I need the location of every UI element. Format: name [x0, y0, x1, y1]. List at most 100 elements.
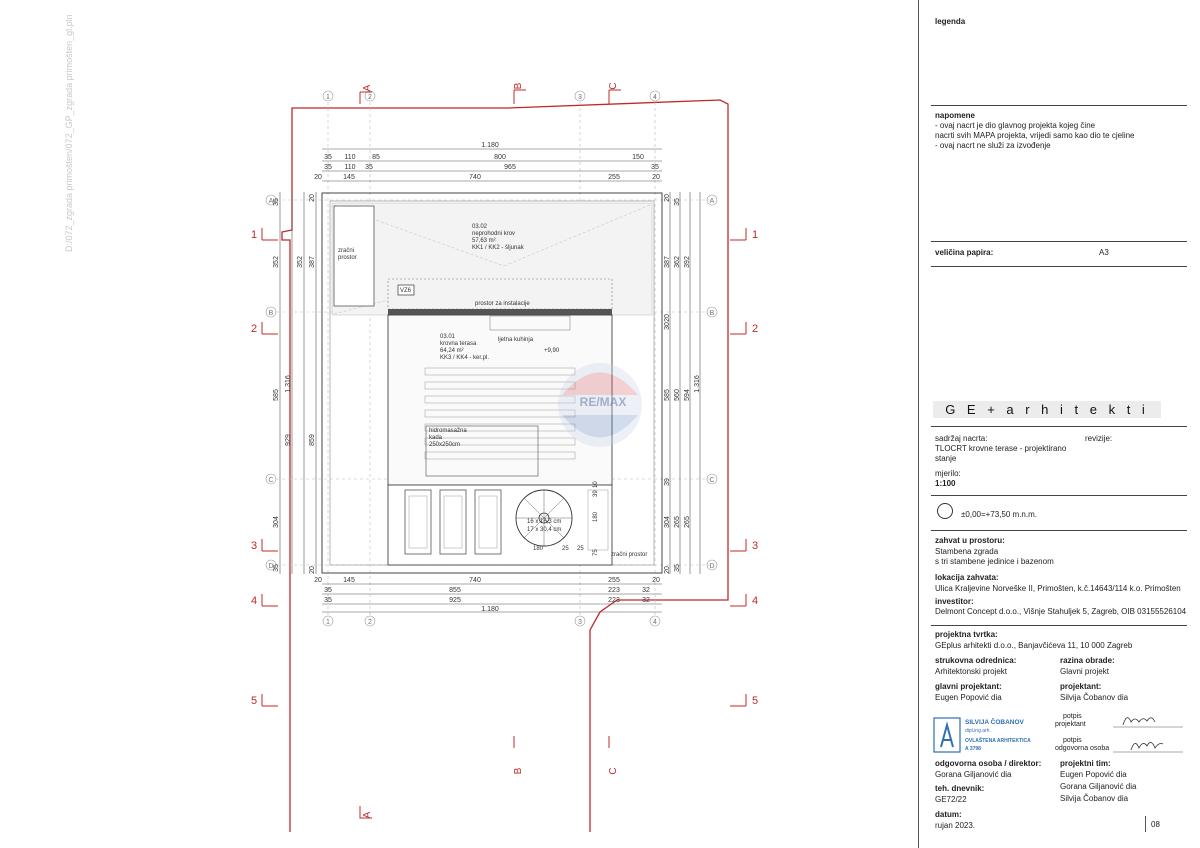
dim-top-total: 1.180: [481, 142, 499, 149]
axis-right-c: C: [709, 477, 714, 484]
seal-name: SILVIJA ČOBANOV: [965, 717, 1025, 726]
stair-dim-75: 75: [593, 549, 599, 556]
dim-top-r3-4: 20: [652, 174, 660, 181]
dim-bot-r1-1: 145: [343, 577, 355, 584]
tim-label: projektni tim:: [1060, 759, 1111, 768]
legenda-label: legenda: [935, 17, 966, 26]
odgovorna-value: Gorana Giljanović dia: [935, 770, 1012, 779]
section-c-top: C: [608, 82, 619, 89]
tvrtka-label: projektna tvrtka:: [935, 630, 998, 639]
dim-top-r2-1: 110: [344, 164, 355, 171]
projektant-label: projektant:: [1060, 682, 1102, 691]
dim-bot-r2-2: 223: [608, 587, 620, 594]
zahvat-value-2: s tri stambene jedinice i bazenom: [935, 557, 1054, 566]
stair-dim-180: 180: [533, 546, 544, 552]
side-dim-180: 180: [593, 511, 599, 522]
dim-left-c2-1: 387: [309, 256, 316, 268]
page-number: 08: [1151, 820, 1160, 829]
plot-boundary: [281, 99, 729, 832]
row-2-left: 2: [251, 323, 257, 335]
tvrtka-value: GEplus arhitekti d.o.o., Banjavčićeva 11…: [935, 641, 1133, 650]
axis-bottom-3: 3: [578, 619, 582, 626]
dnevnik-label: teh. dnevnik:: [935, 784, 985, 793]
dim-bot-r3-3: 32: [642, 597, 650, 604]
dim-top-r2-4: 35: [651, 164, 659, 171]
investitor-value: Delmont Concept d.o.o., Višnje Stahuljek…: [935, 607, 1187, 616]
dim-top-r2-3: 965: [504, 164, 516, 171]
dim-bot-r3-1: 925: [449, 597, 461, 604]
dim-right-c3-2: 265: [684, 516, 691, 528]
dim-bot-total: 1.180: [481, 606, 499, 613]
section-a-top: A: [362, 84, 373, 91]
dim-right-c1-7: 20: [664, 566, 671, 574]
row-4-left: 4: [251, 595, 257, 607]
tim-3: Silvija Čobanov dia: [1060, 794, 1129, 803]
sadrzaj-value-2: stanje: [935, 454, 957, 463]
terrace-title: 03.01: [440, 334, 456, 340]
dim-bot-r2-1: 855: [449, 587, 461, 594]
dim-right-c2-0: 35: [674, 198, 681, 206]
dim-left-total: 1.316: [285, 375, 292, 393]
odrednica-label: strukovna odrednica:: [935, 656, 1017, 665]
seal-role: OVLAŠTENA ARHITEKTICA: [965, 736, 1031, 744]
dim-left-929: 929: [285, 434, 292, 446]
kota-value: ±0,00=+73,50 m.n.m.: [961, 510, 1037, 519]
dim-top-r3-3: 255: [608, 174, 620, 181]
building-outline: [321, 192, 663, 574]
roof-title: 03.02: [472, 224, 488, 230]
axis-left-b: B: [269, 310, 274, 317]
stair-label-2: 17 x 30,4 cm: [527, 527, 561, 533]
axis-bottom-1: 1: [326, 619, 330, 626]
odrednica-value: Arhitektonski projekt: [935, 667, 1008, 676]
hydro-label-3: 250x250cm: [429, 442, 460, 448]
dim-left-c1-2: 585: [273, 389, 280, 401]
axis-right-b: B: [710, 310, 715, 317]
projektant-value: Silvija Čobanov dia: [1060, 693, 1129, 702]
dim-bot-r1-2: 740: [469, 577, 481, 584]
axis-bottom-4: 4: [653, 619, 657, 626]
odgovorna-label: odgovorna osoba / direktor:: [935, 759, 1042, 768]
dim-top-r2-2: 35: [365, 164, 373, 171]
roof-finish: KK1 / KK2 - šljunak: [472, 245, 525, 251]
row-1-left: 1: [251, 229, 257, 241]
axis-top-2: 2: [368, 94, 372, 101]
section-b-top: B: [513, 82, 524, 89]
section-c-bottom: C: [608, 767, 619, 774]
terrace-area: 64,24 m²: [440, 348, 464, 354]
instalacije-label: prostor za instalacije: [475, 301, 530, 307]
revizije-label: revizije:: [1085, 434, 1113, 443]
section-a-bottom: A: [362, 811, 373, 818]
stair-label-1: 16 x 16,3 cm: [527, 519, 561, 525]
side-dim-39: 39: [593, 490, 599, 497]
mjerilo-value: 1:100: [935, 479, 956, 488]
tim-1: Eugen Popović dia: [1060, 770, 1127, 779]
row-3-right: 3: [752, 540, 758, 552]
signature-scribbles: [1113, 717, 1183, 753]
architect-seal: SILVIJA ČOBANOV dipl.ing.arh. OVLAŠTENA …: [933, 717, 1031, 753]
zahvat-value-1: Stambena zgrada: [935, 547, 999, 556]
potpis2-b: odgovorna osoba: [1055, 745, 1110, 752]
dim-top-r2-0: 35: [324, 164, 332, 171]
dim-left-c2-2: 859: [309, 434, 316, 446]
axis-left-a: A: [269, 198, 274, 205]
row-4-right: 4: [752, 595, 758, 607]
dim-right-c1-4: 585: [664, 389, 671, 401]
axis-top-3: 3: [578, 94, 582, 101]
dim-top-r1-2: 85: [372, 154, 380, 161]
glavni-label: glavni projektant:: [935, 682, 1002, 691]
floor-plan: 1 2 3 4 1 2 3 4 A B C D A B C D A B C A …: [251, 82, 758, 832]
dim-right-c1-5: 39: [664, 478, 671, 486]
row-5-right: 5: [752, 695, 758, 707]
dim-right-c1-6: 304: [664, 516, 671, 528]
seal-num: A 3798: [965, 746, 981, 752]
roof-area: 57,63 m²: [472, 238, 496, 244]
dim-right-c1-0: 20: [664, 194, 671, 202]
stair-dim-25a: 25: [562, 546, 569, 552]
tim-2: Gorana Giljanović dia: [1060, 782, 1137, 791]
dim-right-c2-1: 362: [674, 256, 681, 268]
sadrzaj-value-1: TLOCRT krovne terase - projektirano: [935, 444, 1067, 453]
row-1-right: 1: [752, 229, 758, 241]
mjerilo-label: mjerilo:: [935, 469, 961, 478]
dim-top-r1-0: 35: [324, 154, 332, 161]
terrace-name: krovna terasa: [440, 341, 477, 347]
